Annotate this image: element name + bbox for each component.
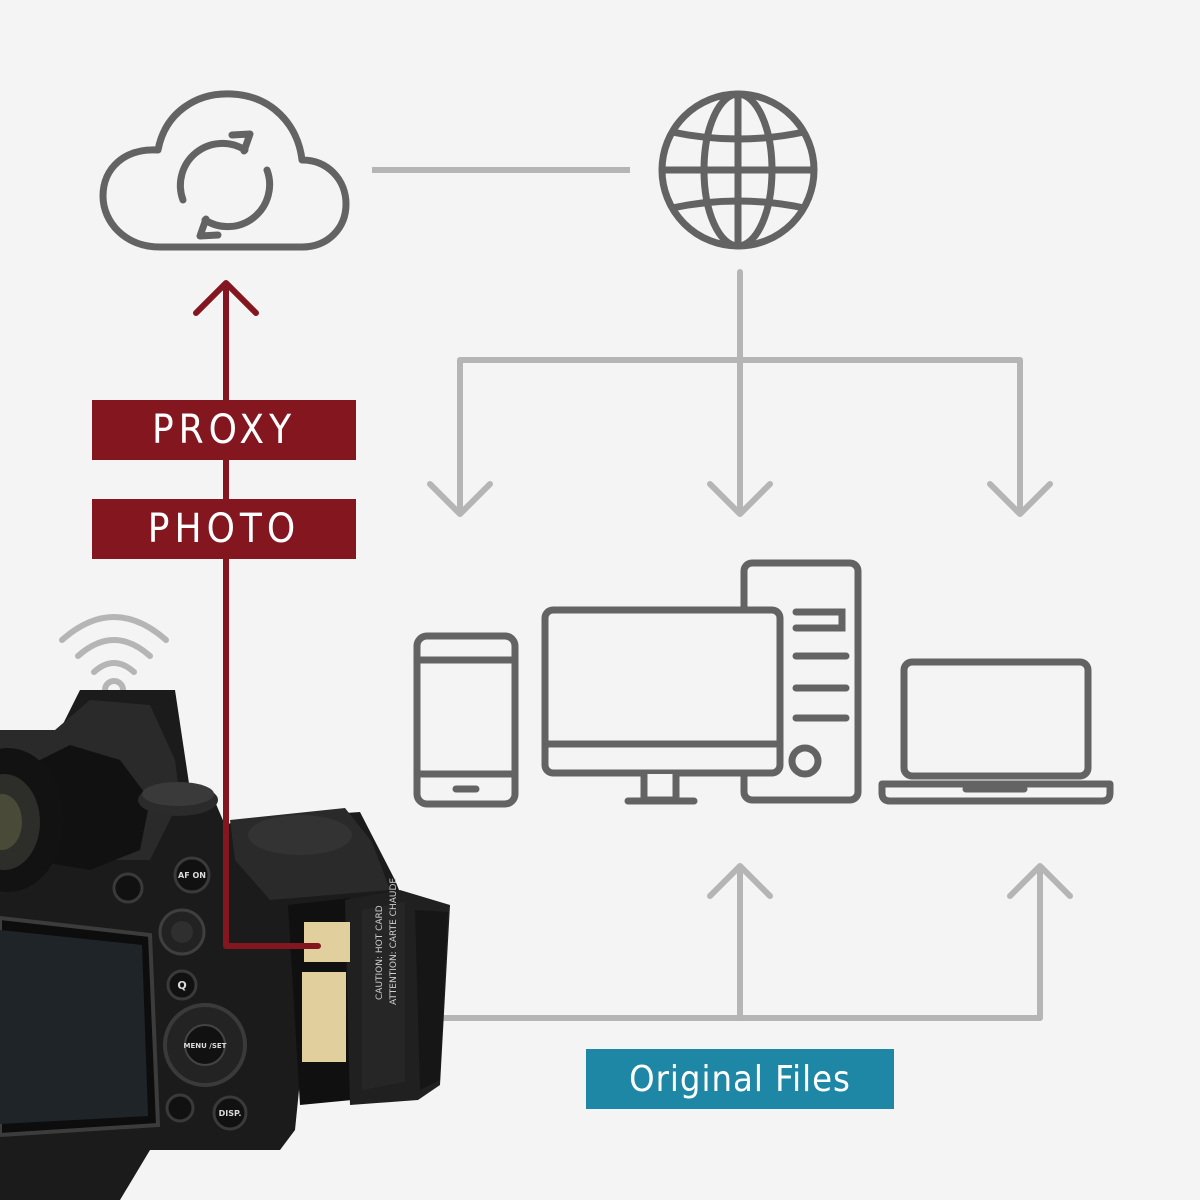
smartphone-icon bbox=[413, 632, 519, 808]
card-warning-line-2: ATTENTION: CARTE CHAUDE bbox=[389, 878, 399, 1005]
menu-set-button-label: MENU /SET bbox=[184, 1042, 227, 1050]
photo-label: PHOTO bbox=[92, 499, 356, 559]
memory-card-proxy bbox=[304, 922, 350, 962]
cloud-sync-icon bbox=[99, 90, 350, 251]
wifi-icon bbox=[59, 614, 169, 702]
memory-card-original bbox=[302, 972, 346, 1062]
laptop-icon bbox=[878, 658, 1114, 805]
proxy-label: PROXY bbox=[92, 400, 356, 460]
card-warning-line-1: CAUTION: HOT CARD bbox=[375, 905, 385, 1000]
distribution-lines bbox=[427, 269, 1053, 517]
camera-body bbox=[0, 690, 450, 1200]
desktop-monitor-icon bbox=[541, 606, 784, 805]
q-button-label: Q bbox=[177, 979, 186, 992]
globe-icon bbox=[658, 90, 818, 250]
original-files-label: Original Files bbox=[586, 1049, 894, 1109]
original-files-lines bbox=[315, 863, 1073, 1021]
afon-button-label: AF ON bbox=[178, 871, 206, 880]
disp-button-label: DISP. bbox=[219, 1109, 242, 1118]
